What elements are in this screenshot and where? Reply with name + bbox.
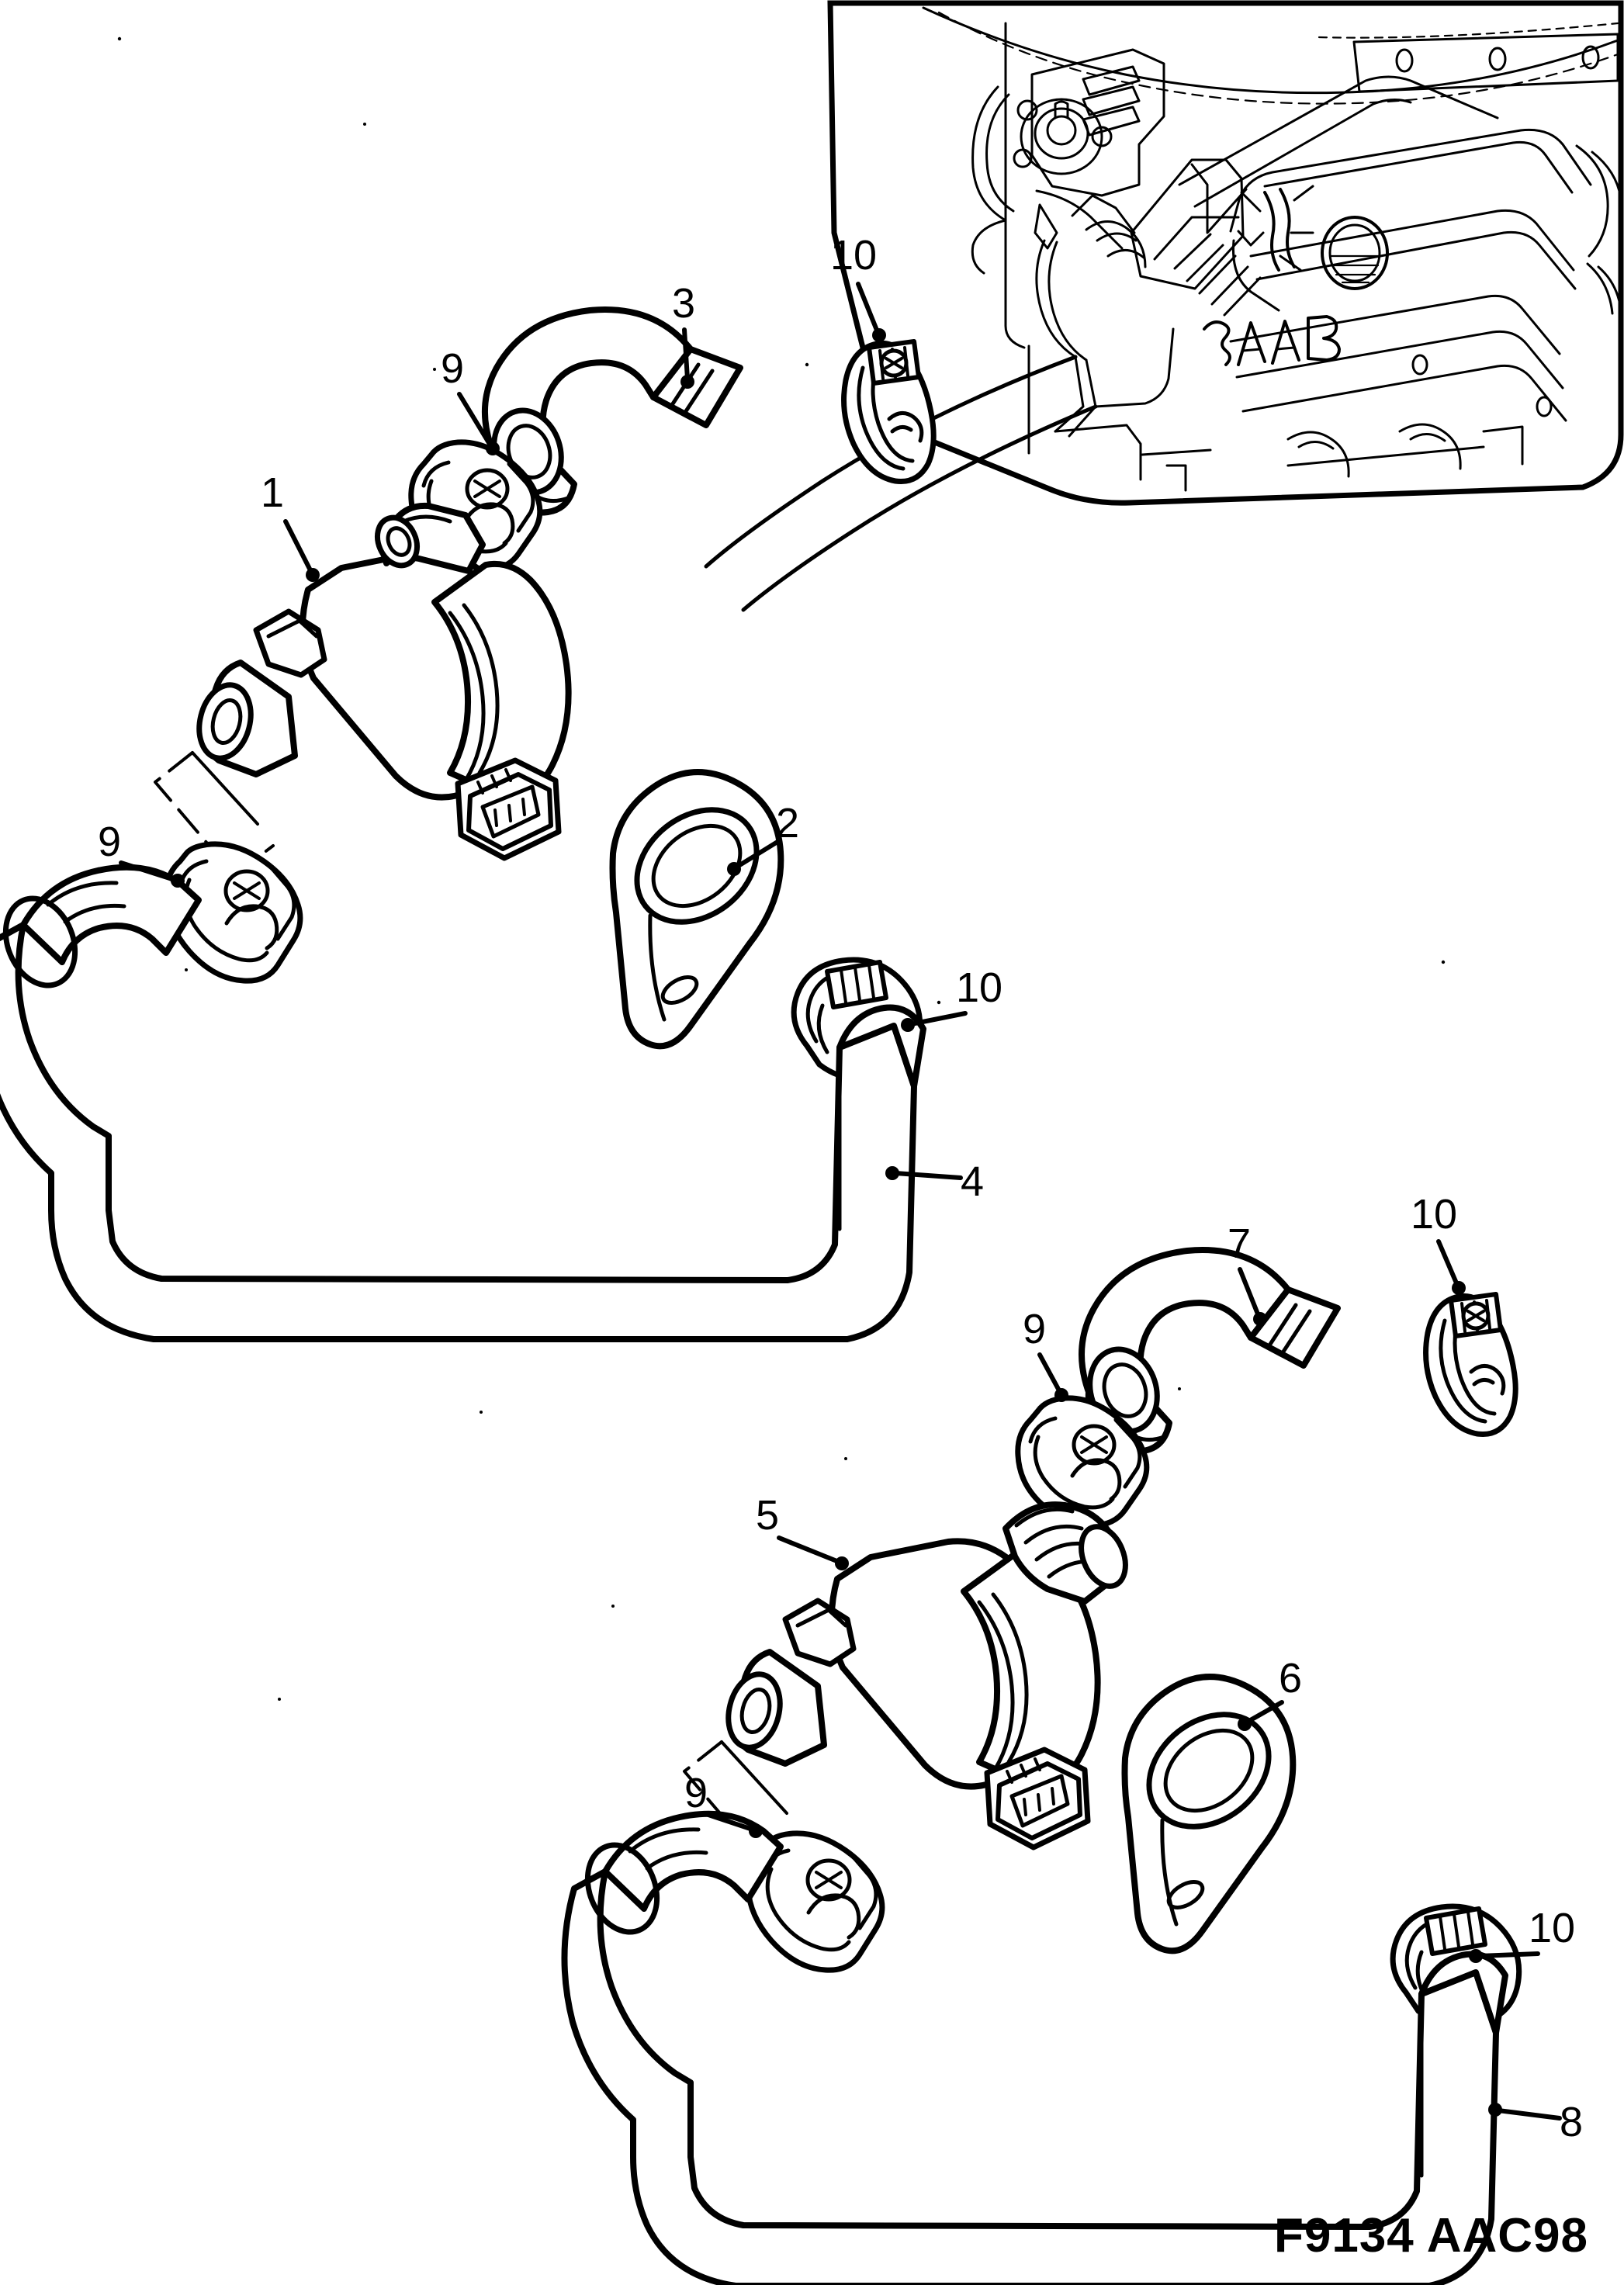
callout-label-6: 6 — [1279, 1655, 1303, 1702]
figure-caption: F9134 AAC98 — [1273, 2209, 1588, 2262]
callout-label-9a: 9 — [441, 345, 465, 392]
callout-label-10d: 10 — [1529, 1905, 1576, 1951]
part-4-long-hose-upper — [0, 864, 926, 1342]
callout-label-9c: 9 — [1023, 1306, 1047, 1352]
part-6-rubber-grommet-lower — [1121, 1674, 1297, 1954]
part-5-idle-air-control-valve-lower — [683, 1501, 1128, 1866]
part-10-worm-clamp-c — [1423, 1292, 1518, 1438]
callout-label-5: 5 — [756, 1492, 780, 1539]
part-10-worm-clamp-a — [841, 339, 937, 485]
callout-label-2: 2 — [776, 800, 800, 846]
callout-label-9b: 9 — [98, 819, 122, 865]
electrical-connector-upper — [455, 757, 562, 861]
part-7-elbow-hose-lower — [1079, 1247, 1341, 1455]
electrical-connector-lower — [984, 1747, 1091, 1851]
callout-label-7: 7 — [1228, 1220, 1252, 1267]
part-9-spring-clamp-d — [745, 1830, 885, 1973]
callout-label-8: 8 — [1560, 2099, 1584, 2145]
callout-label-10c: 10 — [1411, 1191, 1458, 1238]
part-9-spring-clamp-c — [1015, 1395, 1150, 1529]
callout-label-10b: 10 — [956, 964, 1003, 1011]
engine-bay-inset — [704, 0, 1624, 612]
scan-speckles — [117, 36, 1446, 1701]
part-1-idle-air-control-valve-upper — [154, 502, 572, 877]
callout-leaders — [119, 282, 1562, 2121]
callout-label-9d: 9 — [684, 1770, 708, 1816]
callout-label-3: 3 — [672, 280, 696, 327]
callout-label-1: 1 — [261, 469, 285, 516]
callout-label-4: 4 — [961, 1158, 985, 1205]
part-2-rubber-grommet-upper — [609, 769, 784, 1050]
callout-label-10a: 10 — [830, 232, 878, 279]
saab-badge-inset — [1203, 315, 1341, 366]
part-8-long-hose-lower — [561, 1810, 1508, 2285]
